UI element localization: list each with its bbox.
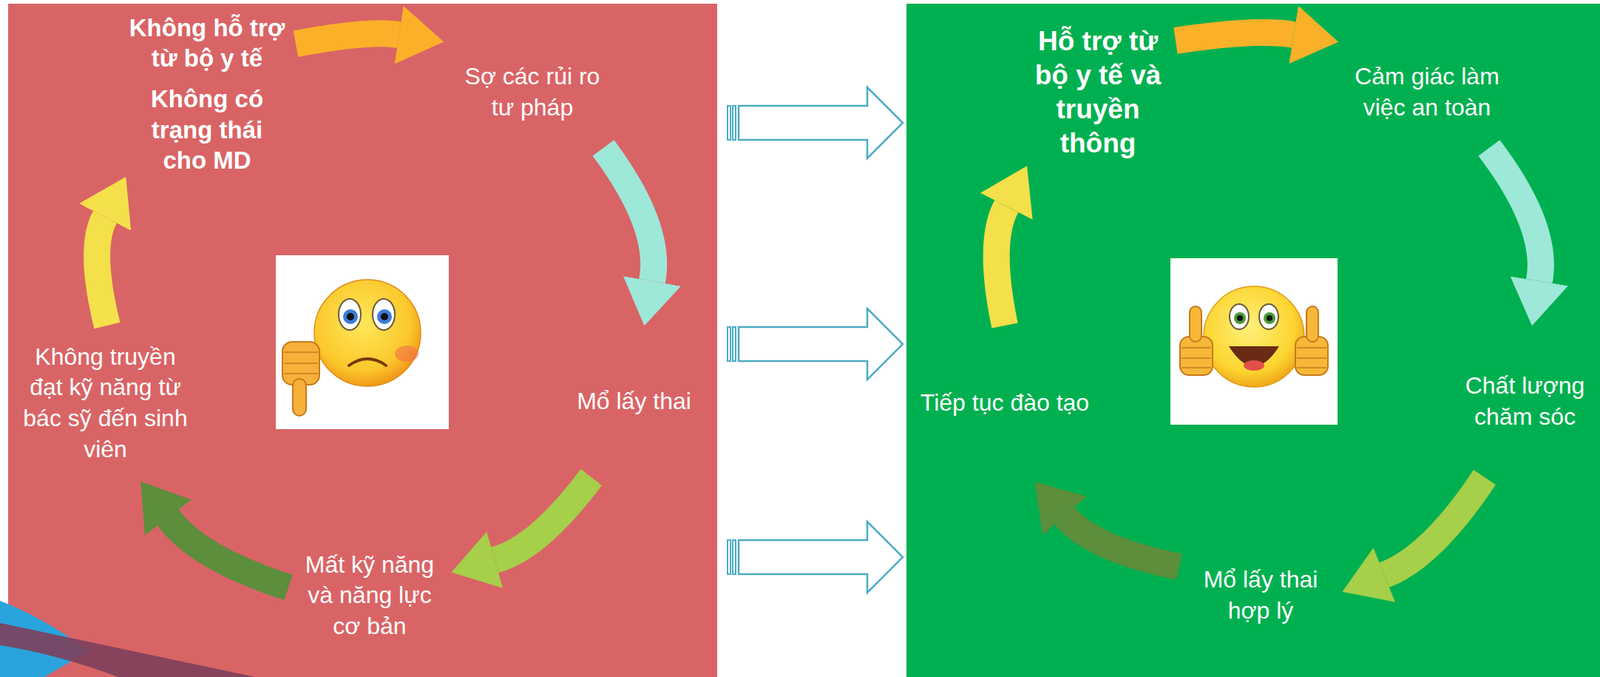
cycle-arrow (295, 33, 400, 44)
transition-arrow (727, 308, 903, 380)
arrow-outline (738, 521, 903, 593)
sad-emoji (275, 255, 449, 429)
cycle-arrow (1384, 476, 1485, 575)
cycle-arrow (96, 216, 108, 326)
red-panel (8, 3, 718, 677)
emoji-pupil (1236, 314, 1243, 321)
step-text: Chất lượng chăm sóc (1456, 370, 1594, 432)
cycle-step: Không hỗ trợ từ bộ y tế Không có trạng th… (118, 10, 296, 178)
emoji-face (1203, 286, 1305, 387)
cycle-step: Cảm giác làm việc an toàn (1338, 36, 1516, 148)
step-text: Mổ lấy thai (569, 385, 699, 418)
step-text: Không có trạng thái cho MD (139, 83, 276, 176)
decor-swoosh (0, 622, 256, 677)
emoji-eye (1229, 303, 1249, 330)
thumb-up-thumb (1189, 306, 1202, 342)
cycle-arrow (1175, 32, 1294, 41)
cycle-step: Mổ lấy thai hợp lý (1179, 547, 1342, 644)
cycle-arrow (494, 476, 591, 560)
arrow-bar (727, 105, 731, 140)
step-text: Mổ lấy thai hợp lý (1190, 564, 1331, 626)
arrow-bar (732, 539, 736, 574)
arrow-bar (732, 105, 736, 140)
emoji-tongue (1243, 360, 1265, 371)
emoji-eye (372, 298, 395, 330)
transition-arrow (727, 87, 903, 159)
cycle-arrow (1064, 515, 1180, 567)
emoji-mouth (348, 358, 386, 366)
emoji-iris (377, 309, 392, 324)
emoji-pupil (1266, 314, 1273, 321)
arrow-outline (738, 308, 903, 380)
emoji-eye (338, 298, 361, 330)
emoji-eye (1259, 303, 1279, 330)
step-text: Tiếp tục đào tạo (907, 387, 1102, 419)
emoji-iris (1263, 312, 1276, 324)
cycle-step: Hỗ trợ từ bộ y tế và truyền thông (1020, 18, 1176, 167)
cycle-step: Sợ các rủi ro tư pháp (443, 36, 622, 148)
emoji-iris (1234, 312, 1246, 324)
arrow-outline (738, 87, 903, 159)
green-panel (906, 3, 1600, 677)
emoji-iris (343, 309, 358, 324)
cycle-arrow (167, 517, 289, 588)
cycle-step: Mổ lấy thai (569, 325, 699, 477)
step-text: Sợ các rủi ro tư pháp (458, 61, 607, 123)
transition-arrow (727, 521, 903, 593)
happy-emoji (1170, 258, 1338, 425)
arrow-bar (727, 326, 731, 361)
cycle-arrow (996, 206, 1008, 326)
step-text: Không hỗ trợ từ bộ y tế (121, 12, 293, 74)
cycle-step: Chất lượng chăm sóc (1452, 325, 1598, 477)
emoji-frame (1170, 258, 1338, 425)
step-text: Không truyền đạt kỹ năng từ bác sỹ đến s… (19, 341, 193, 465)
emoji-pupil (380, 312, 389, 321)
emoji-cheek (394, 345, 419, 362)
cycle-arrow (1489, 147, 1541, 281)
thumb-fingers (1181, 347, 1327, 368)
step-text: Hỗ trợ từ bộ y tế và truyền thông (1026, 24, 1171, 162)
cycle-step: Không truyền đạt kỹ năng từ bác sỹ đến s… (14, 325, 196, 481)
step-text: Mất kỹ năng và năng lực cơ bản (297, 549, 443, 642)
step-text: Cảm giác làm việc an toàn (1347, 61, 1507, 123)
emoji-frame (275, 255, 449, 429)
cycle-arrow (603, 147, 654, 281)
thumb-down-thumb (292, 378, 307, 416)
cycle-step: Tiếp tục đào tạo (907, 325, 1102, 481)
arrow-bar (732, 326, 736, 361)
cycle-step: Mất kỹ năng và năng lực cơ bản (288, 554, 452, 636)
arrow-bar (727, 539, 731, 574)
emoji-pupil (346, 312, 355, 321)
thumb-fingers (283, 351, 318, 374)
emoji-face (314, 279, 421, 386)
thumb-up-thumb (1306, 306, 1319, 342)
